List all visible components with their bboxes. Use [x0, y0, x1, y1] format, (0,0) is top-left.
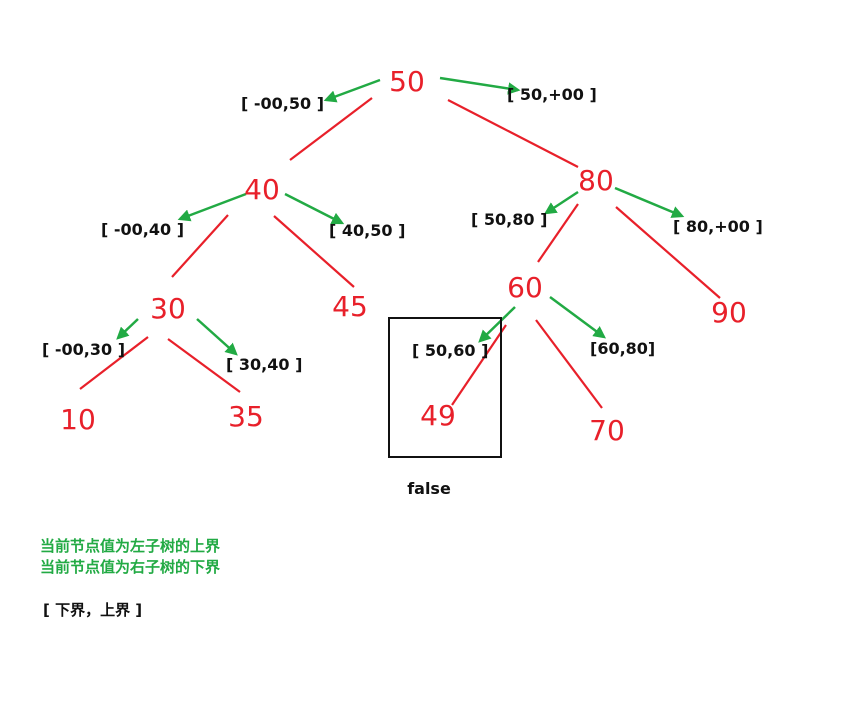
arrow-60-left: [478, 306, 516, 343]
node-30: 30: [150, 292, 186, 325]
result-label: false: [407, 479, 451, 498]
range-50-left: [ -00,50 ]: [241, 94, 324, 113]
range-labels: [ -00,50 ] [ 50,+00 ] [ -00,40 ] [ 40,50…: [42, 85, 763, 374]
arrow-80-right: [614, 186, 685, 218]
node-49: 49: [420, 399, 456, 432]
edge-40-45: [273, 215, 355, 288]
range-60-right: [60,80]: [590, 339, 655, 358]
tree-nodes: 50 40 80 30 45 60 90 10 35 49 70: [60, 65, 747, 447]
node-90: 90: [711, 296, 747, 329]
note-line-2: 当前节点值为右子树的下界: [40, 558, 220, 576]
edge-60-70: [535, 319, 603, 409]
tree-edges: [79, 97, 721, 409]
edge-30-35: [167, 338, 241, 393]
range-30-left: [ -00,30 ]: [42, 340, 125, 359]
range-30-right: [ 30,40 ]: [226, 355, 302, 374]
arrow-40-right: [284, 192, 345, 225]
edge-60-49: [451, 324, 507, 406]
node-40: 40: [244, 173, 280, 206]
edge-50-40: [289, 97, 373, 161]
arrow-60-right: [549, 295, 607, 339]
arrow-80-left: [543, 190, 579, 215]
node-35: 35: [228, 400, 264, 433]
range-50-right: [ 50,+00 ]: [507, 85, 597, 104]
range-40-left: [ -00,40 ]: [101, 220, 184, 239]
node-10: 10: [60, 403, 96, 436]
node-70: 70: [589, 414, 625, 447]
arrow-40-left: [177, 192, 247, 222]
arrow-50-right: [439, 76, 521, 95]
arrow-50-left: [323, 78, 381, 103]
edge-40-30: [171, 214, 229, 278]
invalid-node-box: [388, 317, 502, 458]
bound-arrows: [116, 76, 685, 356]
edge-80-60: [537, 203, 579, 263]
edge-50-80: [447, 99, 579, 168]
range-80-left: [ 50,80 ]: [471, 210, 547, 229]
node-60: 60: [507, 271, 543, 304]
edge-30-10: [79, 336, 149, 390]
range-60-left: [ 50,60 ]: [412, 341, 488, 360]
range-80-right: [ 80,+00 ]: [673, 217, 763, 236]
node-45: 45: [332, 290, 368, 323]
arrow-30-left: [116, 318, 139, 340]
node-50: 50: [389, 65, 425, 98]
bounds-legend: [ 下界，上界 ]: [43, 601, 142, 619]
edge-80-90: [615, 206, 721, 299]
note-line-1: 当前节点值为左子树的上界: [40, 537, 220, 555]
node-80: 80: [578, 164, 614, 197]
range-40-right: [ 40,50 ]: [329, 221, 405, 240]
arrow-30-right: [196, 318, 238, 356]
